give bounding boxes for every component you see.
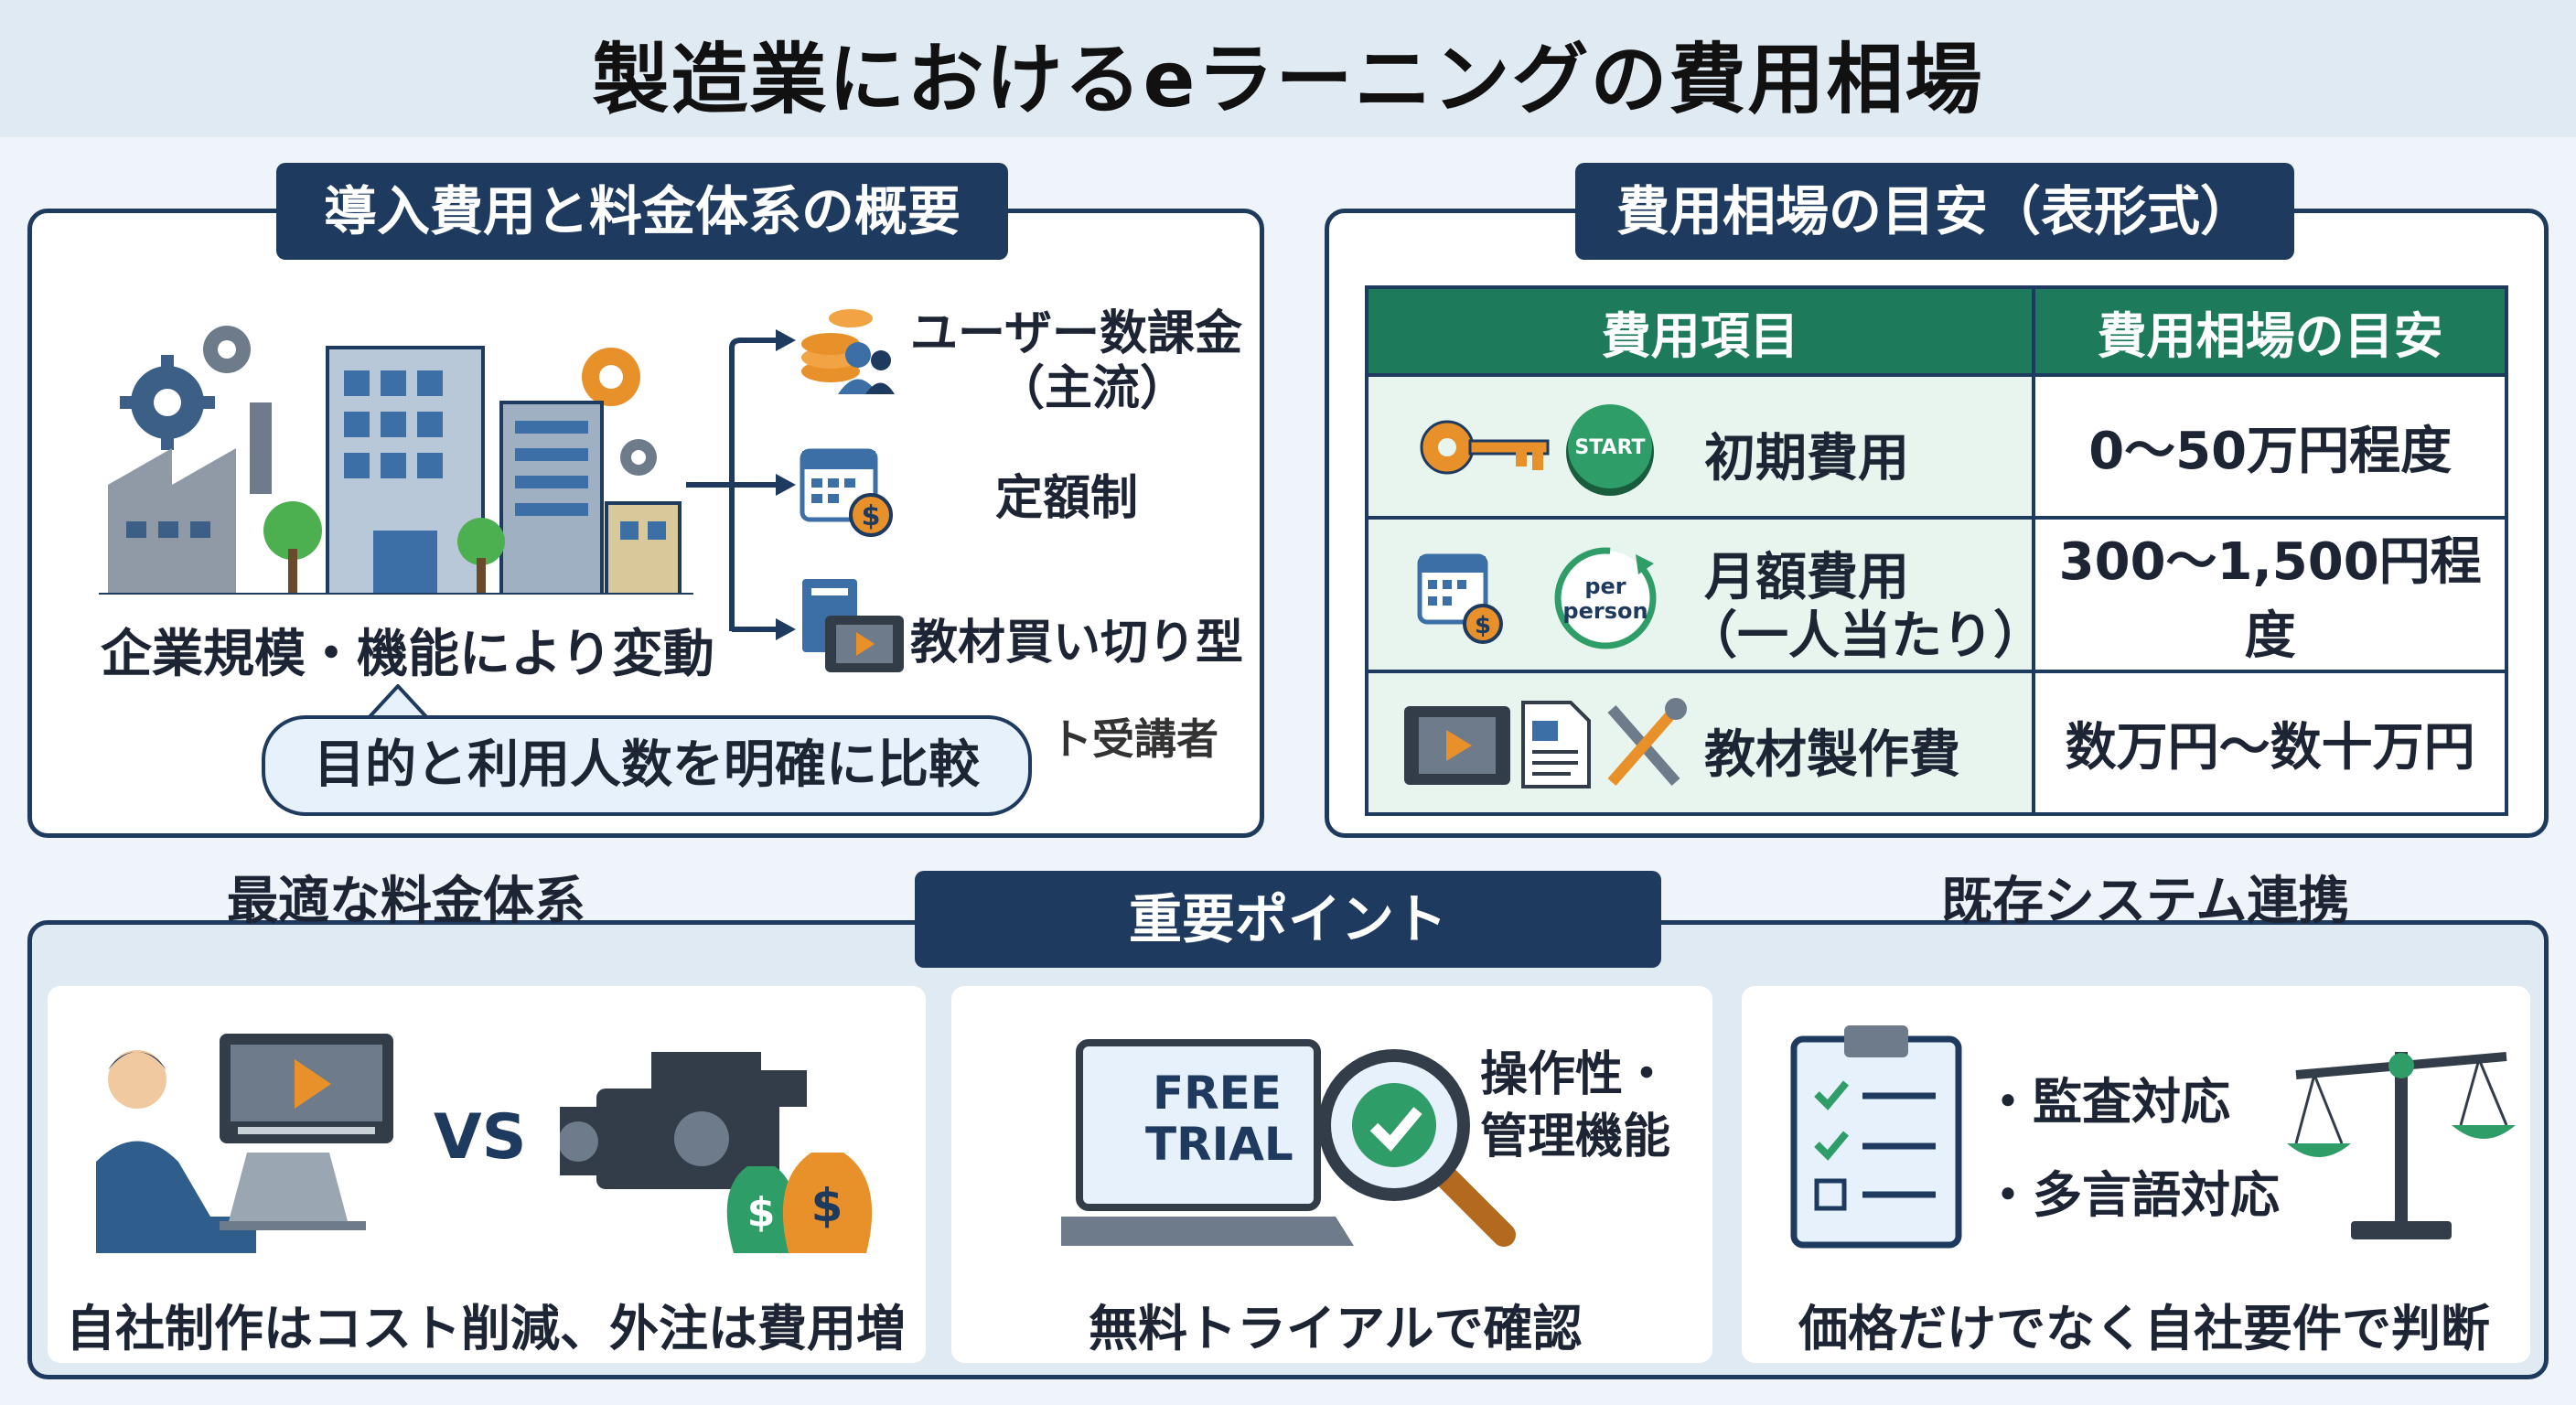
book-video-icon (802, 579, 904, 672)
bullet-item: ・監査対応 (1983, 1073, 2230, 1131)
scale-icon (2287, 1052, 2516, 1239)
points-heading: 重要ポイント (915, 871, 1661, 968)
point-caption: 価格だけでなく自社要件で判断 (1798, 1300, 2490, 1357)
start-button-icon: START (1566, 404, 1654, 496)
cutoff-text: ト受講者 (1050, 714, 1218, 764)
compare-bubble: 目的と利用人数を明確に比較 (262, 715, 1032, 816)
point-caption: 自社制作はコスト削減、外注は費用増 (66, 1300, 906, 1357)
points-left-label: 最適な料金体系 (227, 872, 585, 931)
calendar-dollar-icon: $ (800, 448, 893, 537)
svg-text:$: $ (811, 1179, 843, 1232)
cost-price-cell: 0〜50万円程度 (2032, 373, 2508, 520)
table-row: $ per person 月額費用 （一人当たり） 300〜1,500円程度 (1364, 516, 2508, 673)
person-computer-icon (96, 1034, 393, 1253)
cost-item-cell: START 初期費用 (1364, 373, 2036, 520)
branch-arrows (686, 329, 796, 640)
pricing-model-label: 定額制 (995, 471, 1139, 526)
free-trial-line2: TRIAL (1145, 1118, 1293, 1171)
cost-price-cell: 300〜1,500円程度 (2032, 516, 2508, 673)
pricing-model-sub: （主流） (997, 361, 1188, 416)
points-right-label: 既存システム連携 (1941, 872, 2350, 931)
svg-text:$: $ (1475, 612, 1491, 639)
factory-buildings-illustration (99, 326, 693, 595)
calendar-dollar-icon: $ (1417, 553, 1503, 644)
tools-icon (1607, 698, 1687, 786)
laptop-icon (1061, 1039, 1354, 1246)
table-row: 教材製作費 数万円〜数十万円 (1364, 670, 2508, 816)
magnifier-check-icon (1318, 1049, 1516, 1247)
key-icon (1420, 420, 1550, 475)
free-trial-line1: FREE (1153, 1067, 1282, 1120)
svg-text:person: person (1562, 598, 1648, 624)
gear-icon (120, 326, 251, 450)
pricing-model-label: ユーザー数課金 (910, 306, 1242, 361)
trial-note-line2: 管理機能 (1480, 1110, 1671, 1164)
point-caption: 無料トライアルで確認 (1089, 1300, 1583, 1357)
svg-text:START: START (1574, 436, 1645, 459)
svg-text:$: $ (862, 500, 881, 532)
bubble-pointer (366, 684, 430, 721)
overview-heading: 導入費用と料金体系の概要 (276, 163, 1008, 260)
cost-item-label: 月額費用 (1704, 548, 1909, 607)
cost-table: 費用項目 費用相場の目安 START (1364, 285, 2508, 816)
checklist-clipboard-icon (1790, 1025, 1962, 1249)
title-band (0, 0, 2576, 137)
svg-text:$: $ (747, 1189, 776, 1236)
cost-item-sub: （一人当たり） (1686, 606, 2045, 666)
cost-item-label: 初期費用 (1704, 429, 1909, 488)
cost-item-label: 教材製作費 (1704, 725, 1960, 785)
cost-table-heading: 費用相場の目安（表形式） (1575, 163, 2294, 260)
table-row: START 初期費用 0〜50万円程度 (1364, 373, 2508, 520)
column-header: 費用相場の目安 (2032, 285, 2508, 377)
trial-note-line1: 操作性・ (1480, 1047, 1671, 1102)
overview-caption: 企業規模・機能により変動 (101, 625, 714, 684)
gear-icon (582, 348, 657, 476)
per-person-cycle-icon: per person (1554, 547, 1657, 649)
page-title: 製造業におけるeラーニングの費用相場 (592, 35, 1984, 124)
pricing-model-label: 教材買い切り型 (910, 616, 1244, 670)
bullet-item: ・多言語対応 (1983, 1166, 2280, 1224)
svg-text:per: per (1584, 574, 1626, 599)
cost-item-cell: 教材製作費 (1364, 670, 2036, 816)
cost-price-cell: 数万円〜数十万円 (2032, 670, 2508, 816)
cost-item-cell: $ per person 月額費用 （一人当たり） (1364, 516, 2045, 673)
document-icon (1521, 701, 1591, 788)
vs-label: VS (434, 1101, 527, 1174)
film-icon (1404, 706, 1510, 785)
coins-users-icon (801, 309, 895, 394)
column-header: 費用項目 (1364, 285, 2036, 377)
video-camera-money-icon: $ $ (560, 1052, 873, 1253)
